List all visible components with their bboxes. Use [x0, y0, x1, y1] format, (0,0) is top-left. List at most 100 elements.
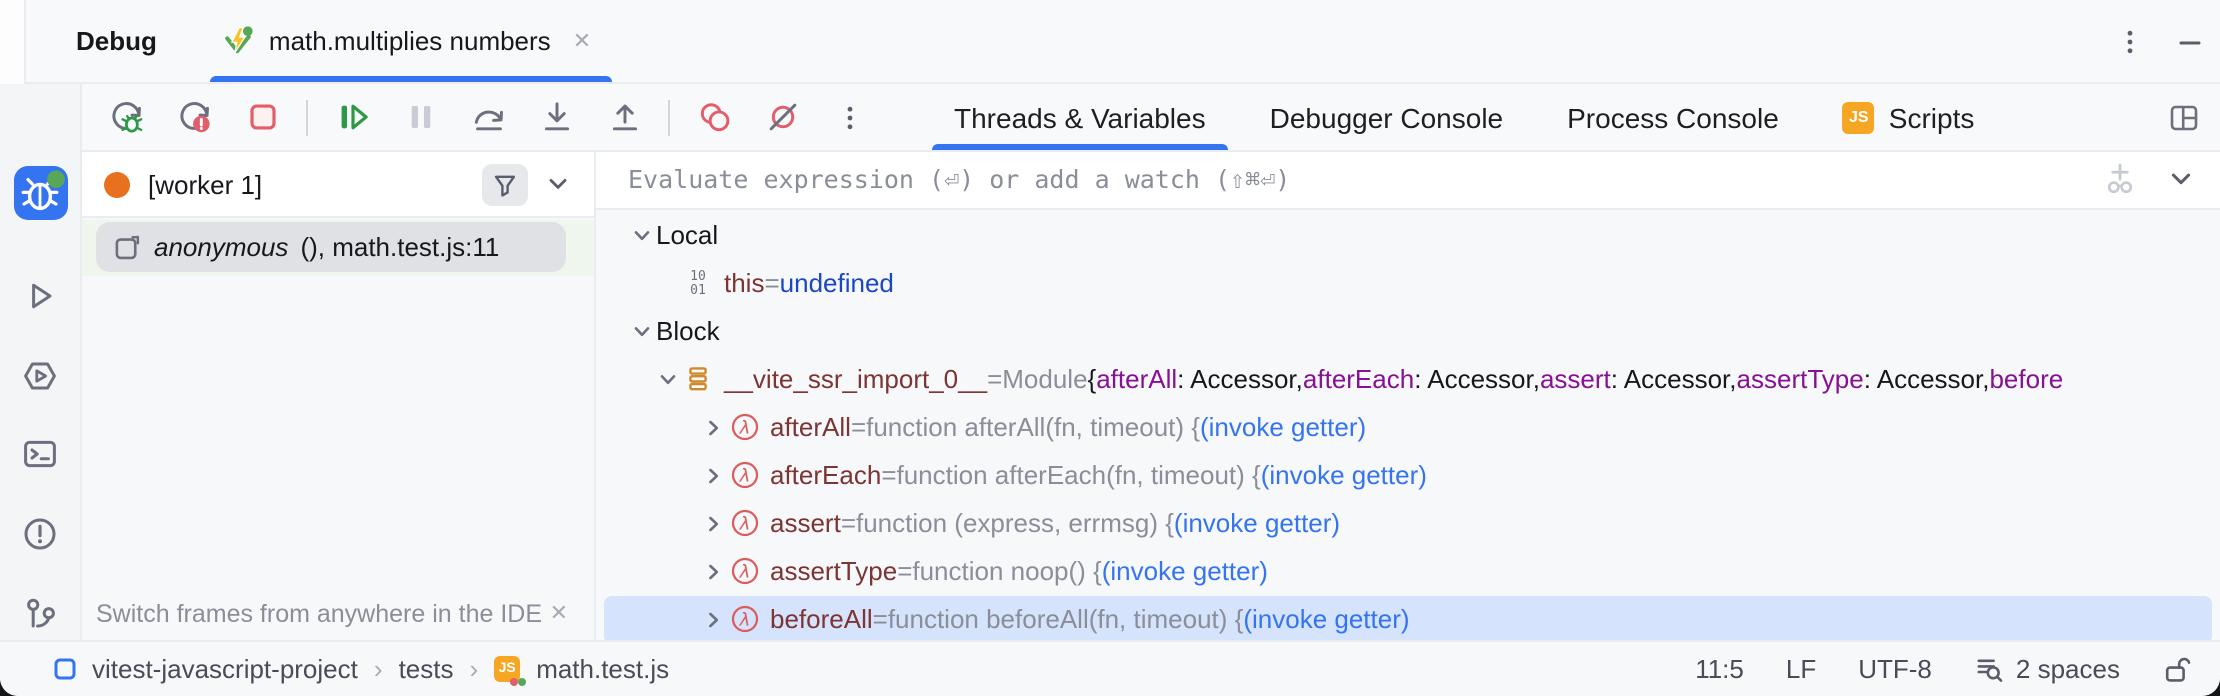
- sidebar-item-run[interactable]: [13, 270, 67, 322]
- function-icon: λ: [730, 414, 758, 441]
- indent-setting[interactable]: 2 spaces: [1974, 654, 2120, 684]
- value-segment: function (express, errmsg) {: [856, 508, 1174, 539]
- js-file-icon: JS: [494, 656, 527, 686]
- value-segment: Module: [1002, 364, 1088, 395]
- rerun-failed-tests-button[interactable]: [168, 91, 220, 143]
- svg-text:λ: λ: [738, 418, 750, 439]
- line-separator[interactable]: LF: [1785, 654, 1817, 684]
- expand-evaluate-chevron-icon[interactable]: [2168, 167, 2194, 193]
- value-segment: =: [850, 412, 867, 443]
- tree-row-Local[interactable]: Local: [604, 212, 2212, 260]
- variable-name: assertType: [770, 556, 898, 587]
- sidebar-item-terminal[interactable]: [13, 429, 67, 481]
- file-encoding[interactable]: UTF-8: [1858, 654, 1932, 684]
- chevron-down-icon[interactable]: [628, 226, 656, 246]
- value-segment: function noop() {: [912, 556, 1102, 587]
- run-tab-math-multiplies-numbers[interactable]: math.multiplies numbers ✕: [210, 0, 612, 82]
- pause-program-button[interactable]: [394, 91, 446, 143]
- value-segment: (invoke getter): [1199, 412, 1367, 443]
- indent-label: 2 spaces: [2015, 654, 2120, 684]
- tree-row-afterEach[interactable]: λ afterEach = function afterEach(fn, tim…: [604, 452, 2212, 500]
- tree-row-__vite_ssr_import_0__[interactable]: __vite_ssr_import_0__ = Module {afterAll…: [604, 356, 2212, 404]
- view-breakpoints-button[interactable]: [688, 91, 740, 143]
- tab-scripts[interactable]: JS Scripts: [1817, 84, 2001, 150]
- toolbar-separator: [668, 99, 670, 135]
- breadcrumb-file[interactable]: math.test.js: [536, 654, 670, 684]
- svg-text:λ: λ: [738, 562, 750, 583]
- chevron-right-icon[interactable]: [700, 418, 728, 438]
- thread-dropdown-chevron-icon[interactable]: [546, 172, 570, 196]
- chevron-right-icon[interactable]: [700, 562, 728, 582]
- frames-list: anonymous(), math.test.js:11: [82, 218, 594, 586]
- value-segment: =: [987, 364, 1003, 395]
- value-segment: (invoke getter): [1101, 556, 1268, 587]
- variable-name: assert: [770, 508, 841, 539]
- value-segment: (invoke getter): [1243, 604, 1410, 635]
- value-segment: (invoke getter): [1260, 460, 1427, 491]
- hide-tool-window-icon[interactable]: [2176, 28, 2204, 56]
- step-into-button[interactable]: [530, 91, 582, 143]
- unlocked-icon[interactable]: [2162, 654, 2192, 684]
- caret-position[interactable]: 11:5: [1695, 654, 1744, 684]
- dismiss-hint-icon[interactable]: ✕: [549, 602, 568, 626]
- value-segment: function beforeAll(fn, timeout) {: [887, 604, 1244, 635]
- tool-window-stripe: [0, 84, 82, 640]
- stop-button[interactable]: [236, 91, 288, 143]
- thread-selector[interactable]: [worker 1]: [82, 152, 594, 218]
- sidebar-item-debug[interactable]: [13, 166, 67, 220]
- scope-label: Local: [656, 220, 719, 251]
- rerun-debug-button[interactable]: [100, 91, 152, 143]
- chevron-right-icon[interactable]: [700, 514, 728, 534]
- tab-threads-and-variables[interactable]: Threads & Variables: [928, 84, 1232, 150]
- close-tab-icon[interactable]: ✕: [572, 30, 592, 54]
- step-over-button[interactable]: [462, 91, 514, 143]
- breadcrumb-project[interactable]: vitest-javascript-project: [92, 654, 358, 684]
- tree-row-afterAll[interactable]: λ afterAll = function afterAll(fn, timeo…: [604, 404, 2212, 452]
- function-icon: λ: [730, 606, 758, 633]
- value-segment: : Accessor,: [1177, 364, 1303, 395]
- tree-row-assert[interactable]: λ assert = function (express, errmsg) { …: [604, 500, 2212, 548]
- breadcrumb-tests[interactable]: tests: [398, 654, 454, 684]
- layout-settings-icon[interactable]: [2168, 101, 2200, 133]
- tree-row-assertType[interactable]: λ assertType = function noop() { (invoke…: [604, 548, 2212, 596]
- status-bar: vitest-javascript-project › tests › JS m…: [0, 640, 2220, 696]
- thread-suspended-icon: [104, 171, 130, 197]
- chevron-down-icon[interactable]: [628, 322, 656, 342]
- tree-row-Block[interactable]: Block: [604, 308, 2212, 356]
- thread-name: [worker 1]: [148, 169, 263, 199]
- frame-row-anonymous[interactable]: anonymous(), math.test.js:11: [96, 222, 566, 272]
- sidebar-item-version-control[interactable]: [13, 588, 67, 640]
- stack-frame-icon: [112, 232, 142, 262]
- add-to-watches-icon[interactable]: [2104, 163, 2138, 197]
- tab-label: Threads & Variables: [954, 101, 1206, 133]
- function-icon: λ: [730, 462, 758, 489]
- tab-debugger-console[interactable]: Debugger Console: [1244, 84, 1530, 150]
- chevron-right-icon[interactable]: [700, 466, 728, 486]
- step-out-button[interactable]: [598, 91, 650, 143]
- chevron-down-icon[interactable]: [654, 370, 682, 390]
- mute-breakpoints-button[interactable]: [756, 91, 808, 143]
- variable-name: afterAll: [770, 412, 851, 443]
- evaluate-expression-input[interactable]: [596, 152, 2104, 208]
- frames-panel: [worker 1] anonymous(), math.test.js:11: [82, 152, 596, 640]
- tab-label: Debugger Console: [1269, 101, 1504, 133]
- hint-text: Switch frames from anywhere in the IDE w…: [96, 599, 542, 627]
- more-options-icon[interactable]: [2116, 28, 2144, 56]
- active-tab-underline: [932, 144, 1228, 150]
- tab-process-console[interactable]: Process Console: [1541, 84, 1805, 150]
- frames-hint: Switch frames from anywhere in the IDE w…: [82, 586, 594, 640]
- variable-name: afterEach: [770, 460, 882, 491]
- sidebar-item-services[interactable]: [13, 350, 67, 402]
- function-icon: λ: [730, 558, 758, 585]
- toolbar-more-options-button[interactable]: [824, 91, 876, 143]
- filter-frames-button[interactable]: [482, 163, 528, 205]
- value-segment: : Accessor,: [1863, 364, 1990, 395]
- resume-program-button[interactable]: [326, 91, 378, 143]
- tree-row-beforeAll[interactable]: λ beforeAll = function beforeAll(fn, tim…: [604, 595, 2212, 640]
- sidebar-item-problems[interactable]: [13, 509, 67, 561]
- chevron-right-icon[interactable]: [700, 610, 728, 630]
- breadcrumb-separator: ›: [469, 654, 479, 684]
